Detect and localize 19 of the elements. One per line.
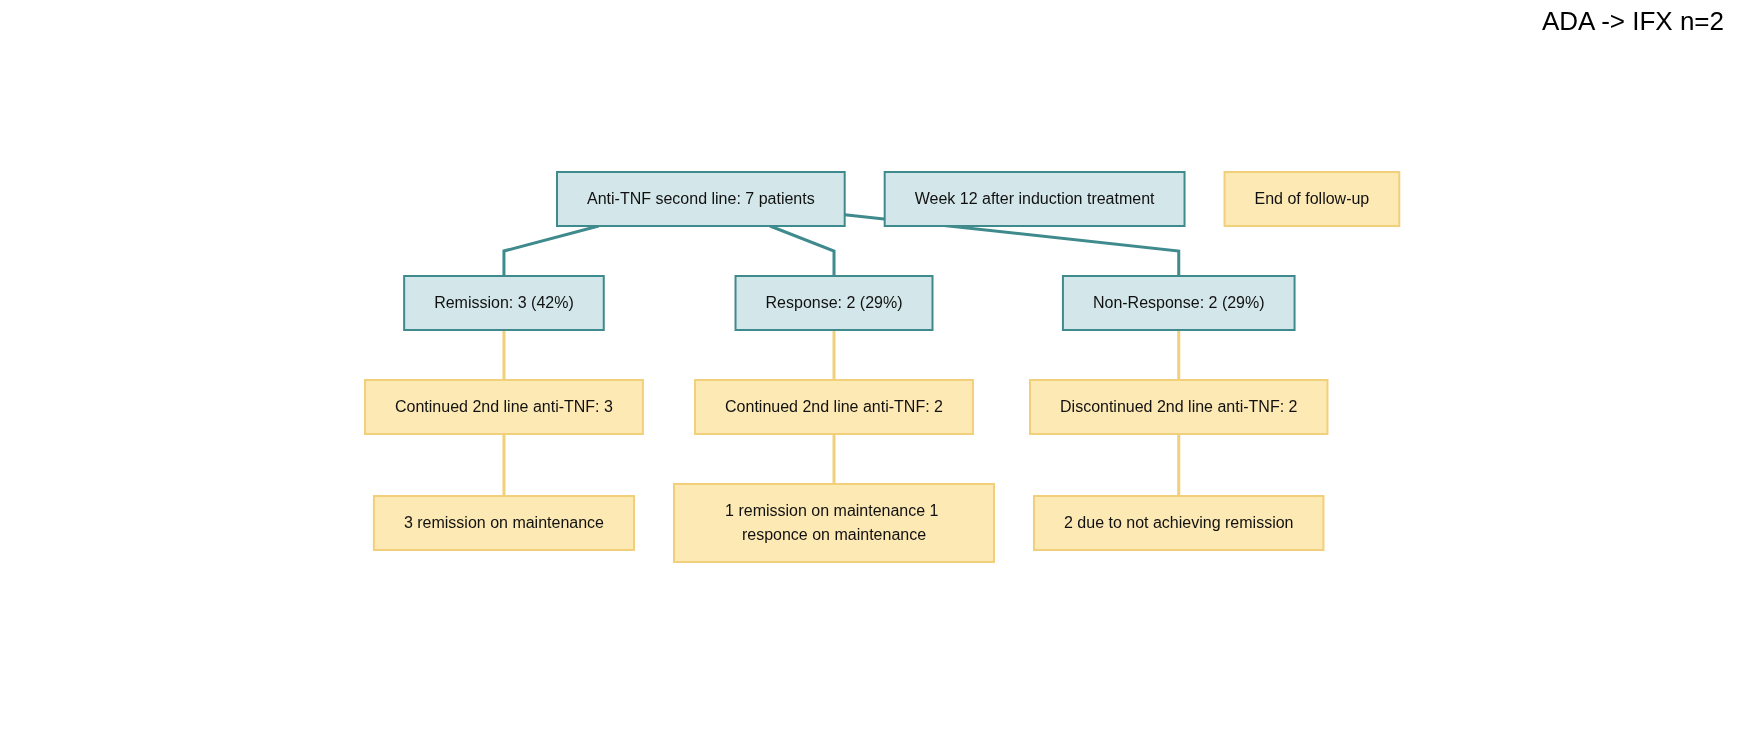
connector [832,434,836,484]
connector [502,434,506,496]
node-box: End of follow-up [1223,171,1401,227]
node-box: Response: 2 (29%) [734,275,934,331]
note-text: ADA -> IFX n=2 [1541,6,1724,37]
node-box: Non-Response: 2 (29%) [1061,275,1296,331]
node-box: 3 remission on maintenance [372,495,635,551]
connector [832,330,836,380]
node-box: Week 12 after induction treatment [883,171,1186,227]
node-box: 2 due to not achieving remission [1032,495,1325,551]
connector [1177,330,1181,380]
node-box: Continued 2nd line anti-TNF: 2 [693,379,974,435]
node-box: Discontinued 2nd line anti-TNF: 2 [1028,379,1329,435]
connector [502,330,506,380]
node-box: Continued 2nd line anti-TNF: 3 [363,379,644,435]
node-box: Remission: 3 (42%) [403,275,605,331]
node-box: 1 remission on maintenance 1 responce on maintenance [672,483,995,563]
node-box: Anti-TNF second line: 7 patients [555,171,846,227]
connector [1177,434,1181,496]
